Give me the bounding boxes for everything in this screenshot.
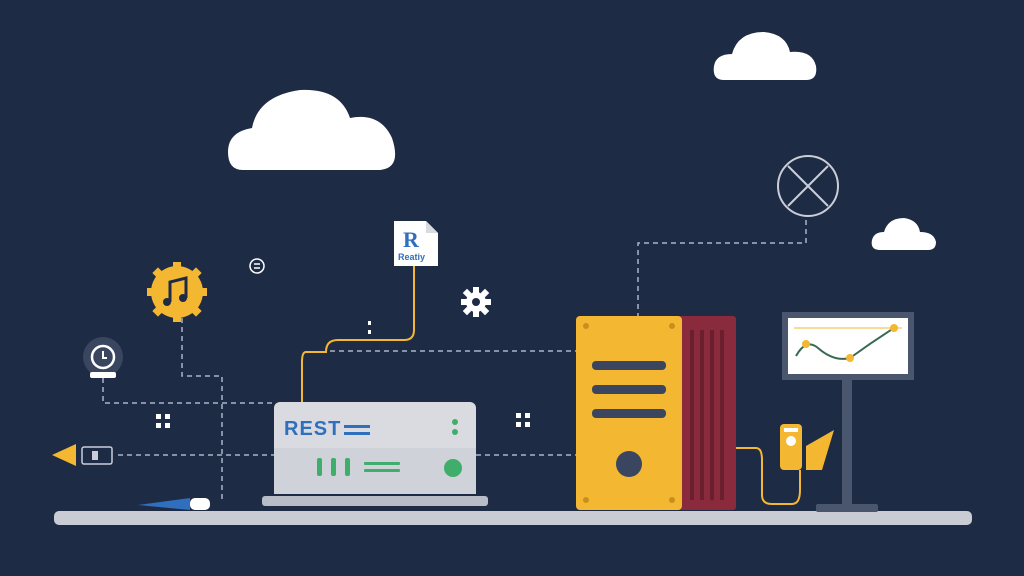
gear-icon bbox=[461, 287, 491, 317]
floor-shelf bbox=[54, 511, 972, 525]
server-label: REST bbox=[284, 418, 341, 440]
pen-icon bbox=[138, 498, 210, 510]
globe-icon bbox=[777, 155, 839, 217]
sync-icon bbox=[249, 258, 265, 274]
cable-plug-icon bbox=[81, 446, 113, 465]
music-note-gear-icon bbox=[147, 262, 207, 322]
monitor-chart-icon bbox=[782, 312, 914, 512]
status-leds bbox=[317, 458, 400, 476]
cloud-icon bbox=[871, 218, 936, 250]
cloud-icon bbox=[713, 32, 817, 80]
phone-icon bbox=[780, 424, 834, 470]
document-letter: R bbox=[403, 227, 420, 252]
data-cable bbox=[301, 266, 801, 505]
document-caption: Reatiy bbox=[398, 252, 425, 262]
grid-dots-icon bbox=[516, 413, 530, 427]
small-marker bbox=[368, 321, 371, 334]
stopwatch-icon bbox=[83, 337, 123, 378]
connector-lines bbox=[102, 218, 807, 502]
cloud-icon bbox=[228, 89, 396, 170]
document-icon: R Reatiy bbox=[394, 221, 438, 266]
tower-server bbox=[576, 316, 736, 510]
paper-plane-icon bbox=[52, 444, 76, 466]
grid-dots-icon bbox=[156, 414, 170, 428]
rest-server: REST bbox=[262, 402, 488, 506]
